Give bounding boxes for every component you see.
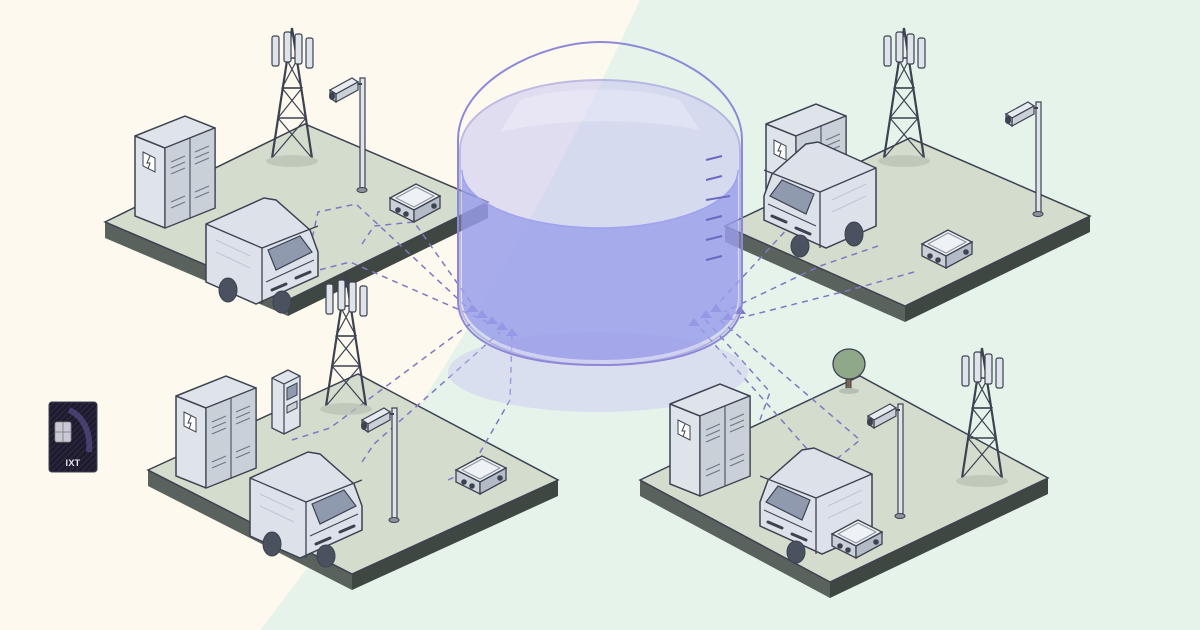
cabinet-icon [669,383,751,497]
sim-card-label: IXT [66,458,81,468]
atm-icon [271,369,301,435]
cabinet-icon [175,375,257,489]
sim-card-icon: IXT [48,401,98,473]
platform-top-right [723,137,1092,322]
data-lake-container [448,40,748,412]
cabinet-icon [134,115,216,229]
